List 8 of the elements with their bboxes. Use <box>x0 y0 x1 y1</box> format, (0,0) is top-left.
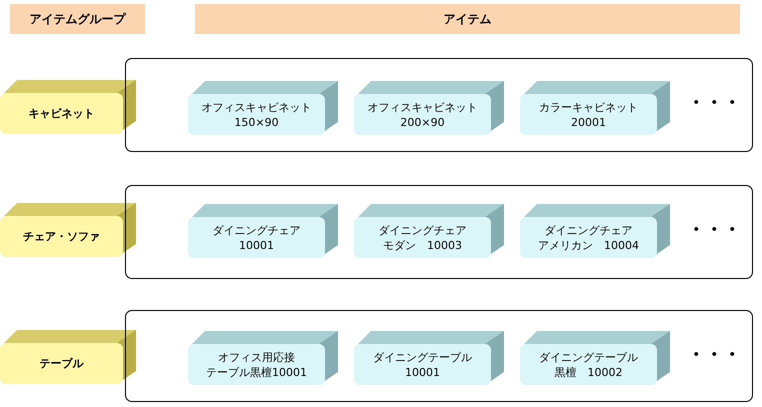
ellipsis-text: ・・・ <box>686 216 740 243</box>
ellipsis-text: ・・・ <box>686 89 740 116</box>
row-panel <box>125 310 753 402</box>
header-band: アイテムグループ <box>10 4 145 34</box>
row-panel <box>125 185 753 279</box>
ellipsis-text: ・・・ <box>686 341 740 368</box>
row-panel <box>125 58 753 152</box>
header-band: アイテム <box>195 4 740 34</box>
